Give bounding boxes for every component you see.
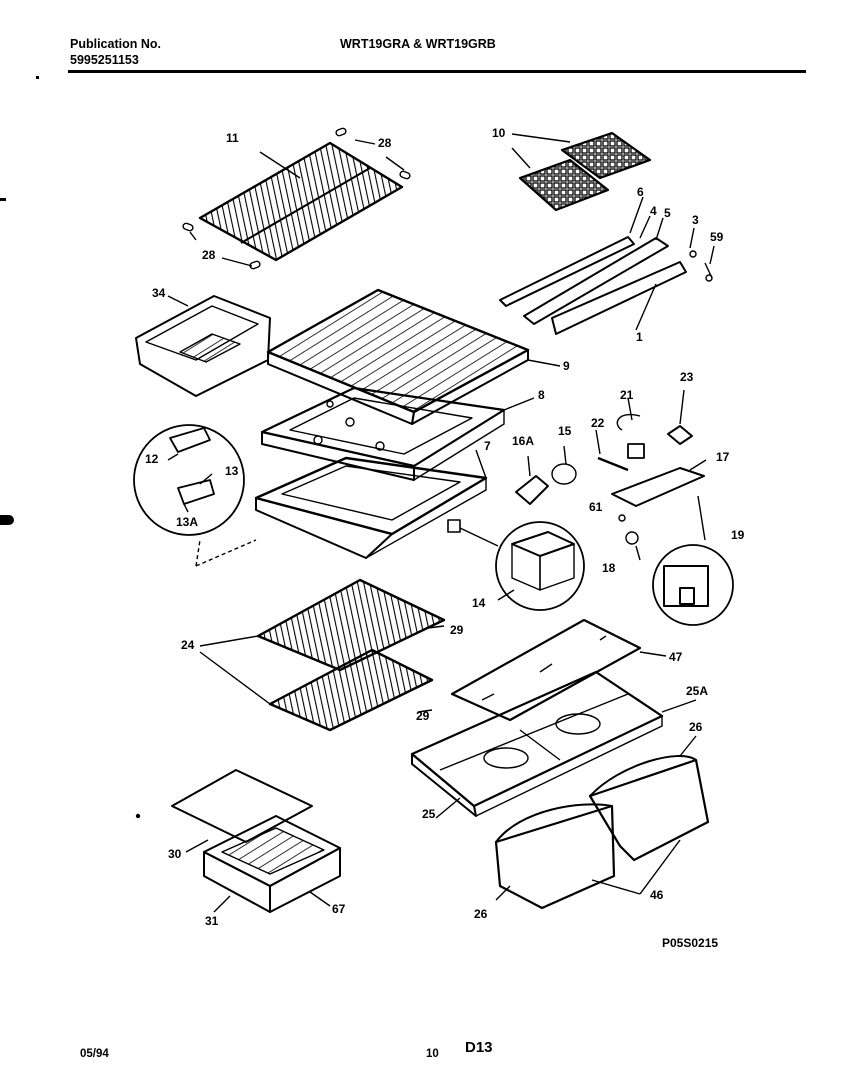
callout-12: 12 [145,452,159,466]
crisper-frame [260,386,506,481]
callout-61: 61 [589,500,603,514]
wire-shelf-upper [256,578,446,672]
callout-5: 5 [664,206,671,220]
callout-25: 25 [422,807,436,821]
callout-25A: 25A [686,684,709,698]
callout-28: 28 [378,136,392,150]
switch-detail-circle [652,544,734,626]
callout-19: 19 [731,528,745,542]
bushing [625,531,639,545]
control-housing [611,467,705,507]
callout-9: 9 [563,359,570,373]
freezer-pan [135,295,271,397]
callout-31: 31 [205,914,219,928]
footer-date: 05/94 [80,1048,109,1060]
callout-16A: 16A [512,434,535,448]
damper-detail-circle [133,424,245,536]
shelf-support [399,170,411,180]
glass-shelf [450,618,642,722]
freezer-wire-shelf [198,141,404,262]
crisper-drawer-front [494,803,616,910]
callout-47: 47 [669,650,683,664]
callout-13: 13 [225,464,239,478]
shelf-cover [266,288,530,425]
callout-15: 15 [558,424,572,438]
callout-24: 24 [181,638,195,652]
crisper-drawer-back [588,755,710,862]
callout-46: 46 [650,888,664,902]
callout-4: 4 [650,204,657,218]
callout-67: 67 [332,902,346,916]
ice-trays [518,131,652,212]
callout-30: 30 [168,847,182,861]
shelf-support [335,127,347,137]
wire-harness [616,413,641,431]
callout-17: 17 [716,450,730,464]
bottom-frame [254,456,488,559]
callout-29: 29 [450,623,464,637]
callout-34: 34 [152,286,166,300]
header-rule [68,70,806,73]
edge-mark [0,198,6,201]
callout-14: 14 [472,596,486,610]
shelf-support [182,222,194,232]
edge-mark [36,76,39,79]
callout-26: 26 [474,907,488,921]
shelf-support [249,260,261,270]
model-title: WRT19GRA & WRT19GRB [340,37,496,51]
callout-18: 18 [602,561,616,575]
light-bulb [551,463,577,485]
drawing-code: P05S0215 [662,936,719,950]
lamp-shield-rod [597,456,629,472]
callout-29: 29 [416,709,430,723]
publication-number: 5995251153 [70,53,139,67]
callout-26: 26 [689,720,703,734]
meat-keeper-pan [203,815,341,913]
callout-8: 8 [538,388,545,402]
callout-13A: 13A [176,515,199,529]
callout-59: 59 [710,230,724,244]
page-number: 10 [426,1048,439,1060]
callout-22: 22 [591,416,605,430]
wire-shelf-lower [268,648,434,732]
damper-control-detail-circle [495,521,585,611]
thermostat-knob [667,425,693,445]
callout-6: 6 [637,185,644,199]
callout-10: 10 [492,126,506,140]
callout-1: 1 [636,330,643,344]
callout-7: 7 [484,439,491,453]
crisper-cover-frame [410,670,664,817]
callout-21: 21 [620,388,634,402]
callout-11: 11 [226,131,239,145]
callout-28: 28 [202,248,216,262]
lamp-socket [515,475,549,505]
edge-mark [0,515,14,525]
callout-23: 23 [680,370,694,384]
callout-3: 3 [692,213,699,227]
publication-label: Publication No. [70,37,161,51]
meat-keeper-cover [171,769,313,843]
section-code: D13 [465,1039,493,1056]
shelf-rails [499,236,687,335]
